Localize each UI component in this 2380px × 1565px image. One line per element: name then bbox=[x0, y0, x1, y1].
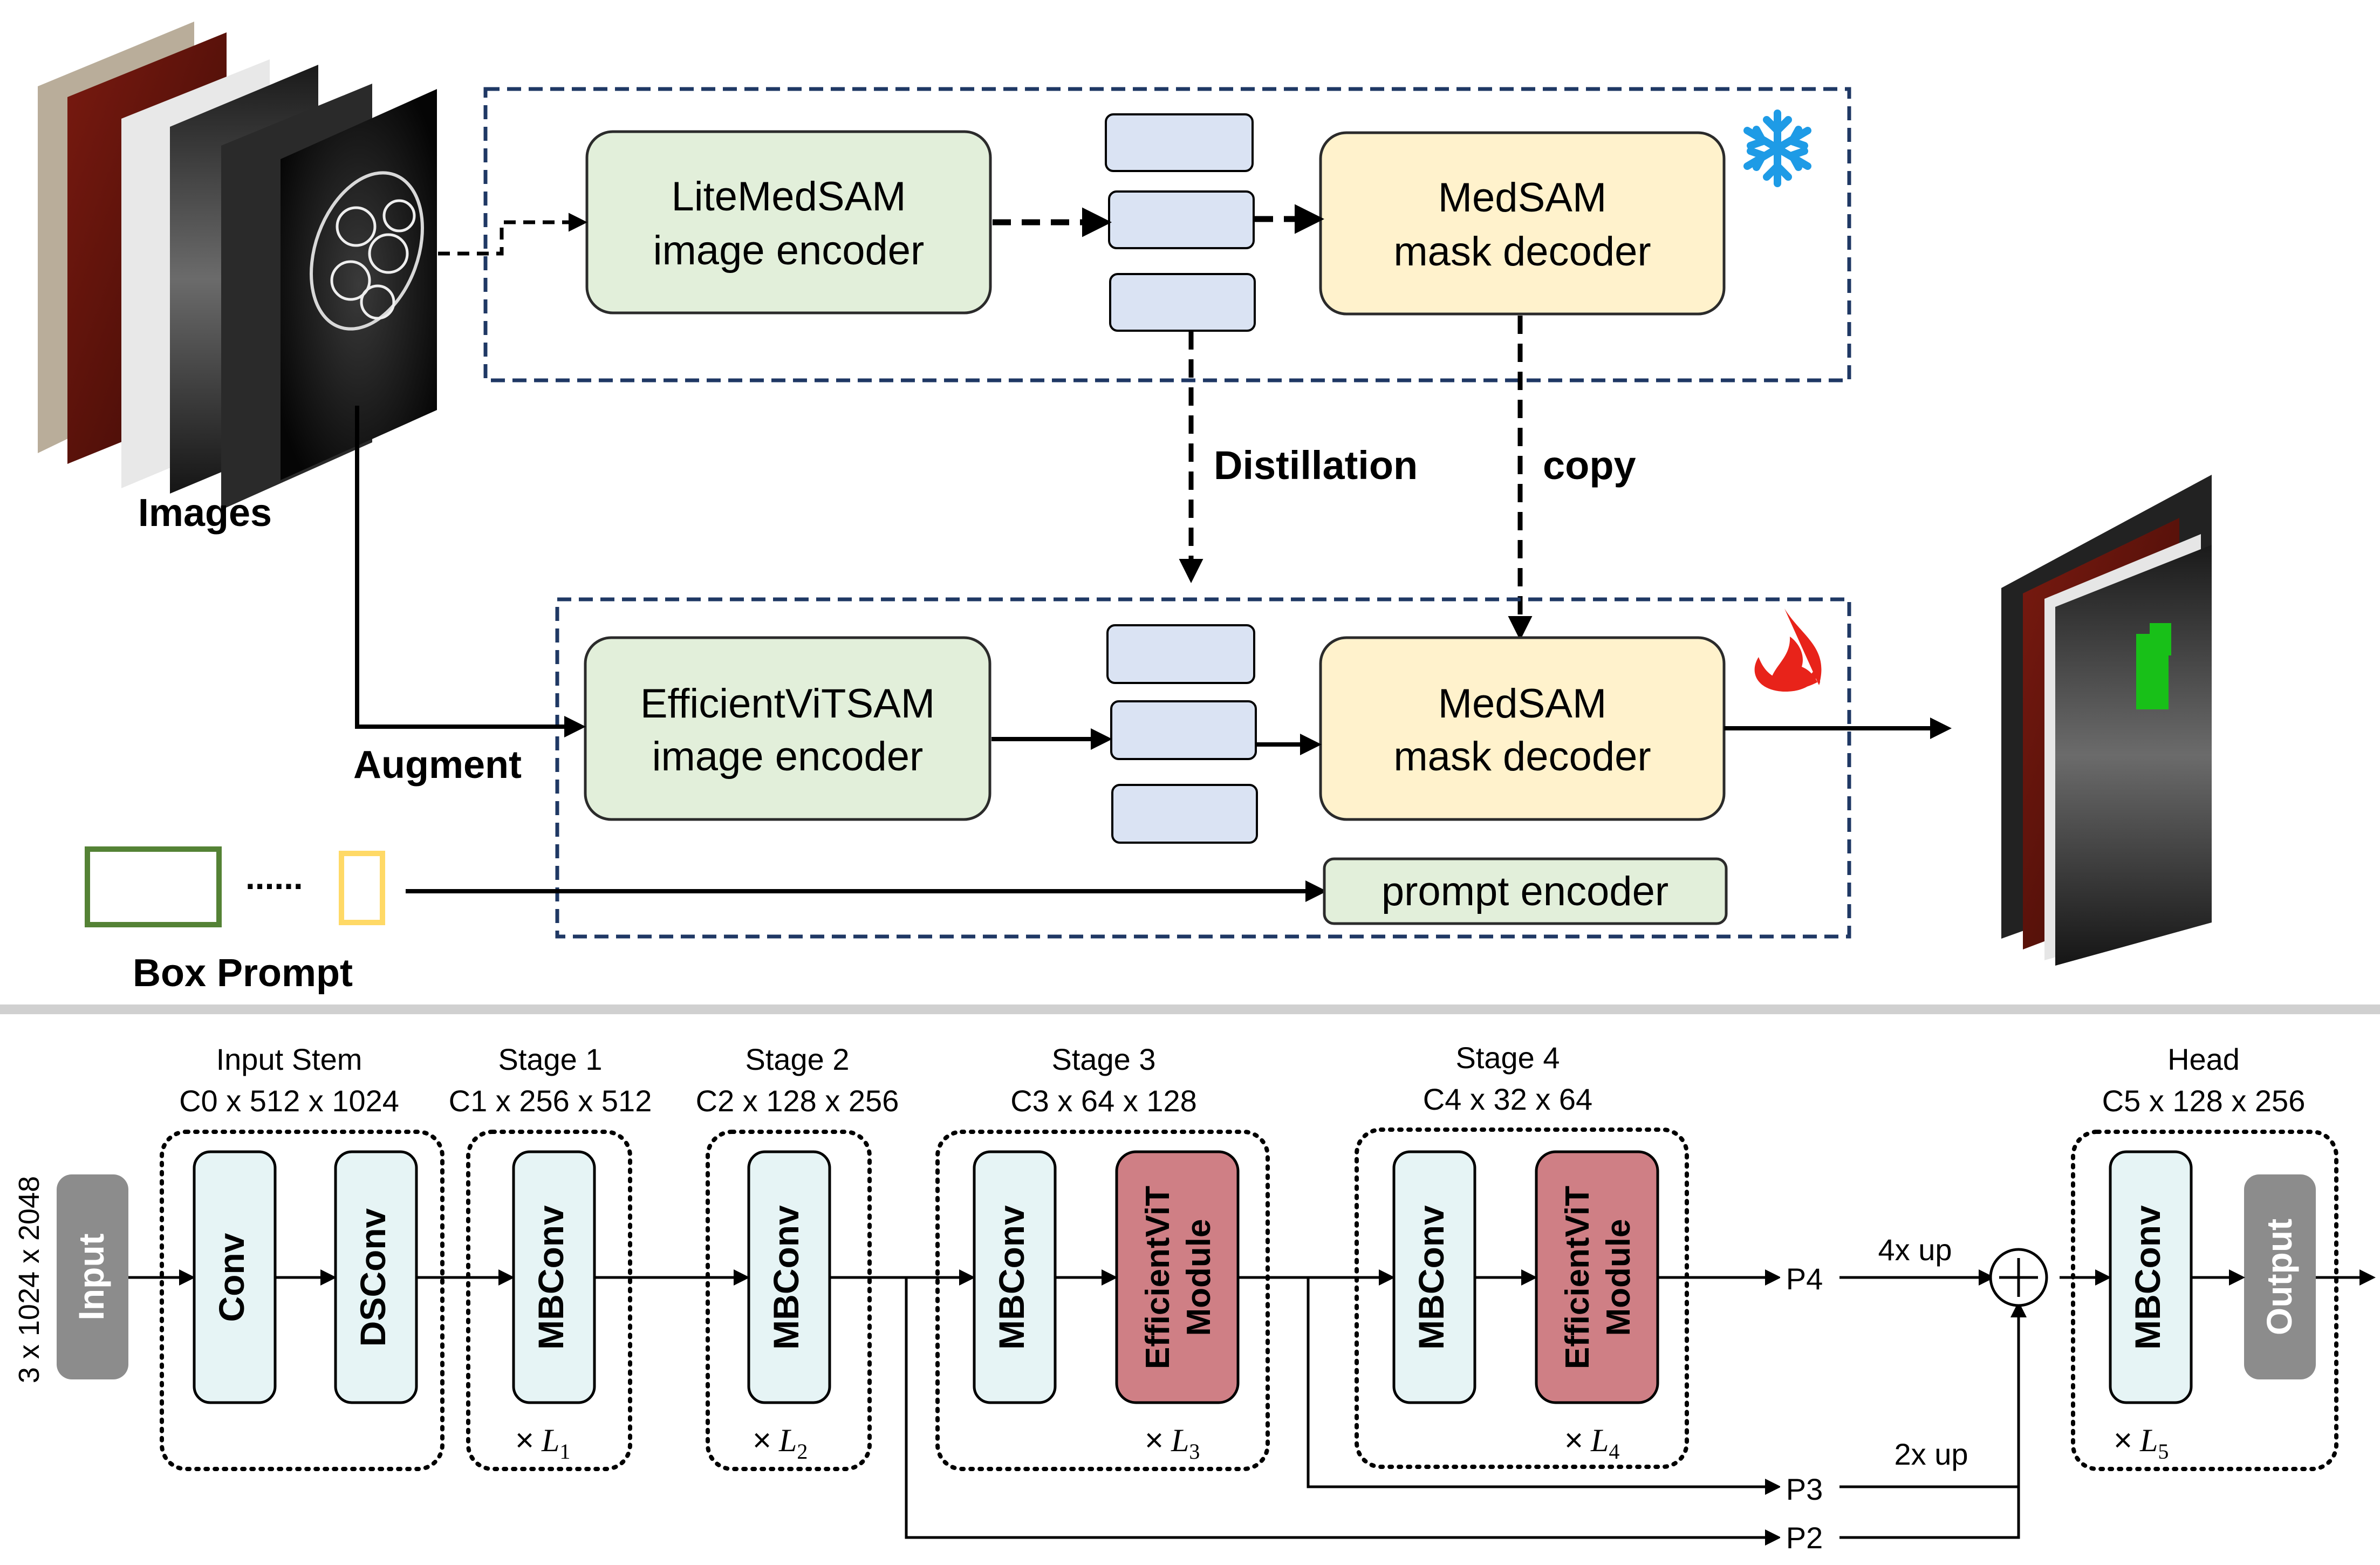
student-flow-arrows bbox=[355, 406, 1952, 902]
augment-label: Augment bbox=[353, 743, 522, 787]
teacher-decoder-line1: MedSAM bbox=[1438, 175, 1607, 221]
stage-title-input-stem: Input Stem bbox=[216, 1042, 363, 1076]
copy-label: copy bbox=[1543, 443, 1636, 488]
block-dsconv-label: DSConv bbox=[353, 1208, 393, 1347]
block-mbconv-stage4: MBConv bbox=[1392, 1150, 1476, 1404]
output-pill-label: Output bbox=[2259, 1219, 2299, 1335]
add-operator-icon bbox=[1989, 1248, 2048, 1307]
repeat-label-stage4: ×L4 bbox=[1564, 1422, 1619, 1464]
block-evit-stage3: EfficientViT Module bbox=[1115, 1150, 1240, 1404]
repeat-label-stage2: ×L2 bbox=[753, 1422, 808, 1464]
student-embedding-stack bbox=[1106, 624, 1258, 844]
box-prompt-label: Box Prompt bbox=[133, 952, 353, 995]
block-evit-stage3-line2: Module bbox=[1180, 1219, 1218, 1336]
distillation-label: Distillation bbox=[1214, 443, 1418, 488]
section-divider bbox=[0, 1004, 2380, 1014]
stage-dims-3: C3 x 64 x 128 bbox=[1010, 1084, 1197, 1118]
p3-label: P3 bbox=[1786, 1472, 1823, 1506]
repeat-label-head: ×L5 bbox=[2114, 1422, 2169, 1464]
stage-dims-input-stem: C0 x 512 x 1024 bbox=[179, 1084, 399, 1118]
stage-dims-head: C5 x 128 x 256 bbox=[2102, 1084, 2306, 1118]
block-mbconv-stage3-label: MBConv bbox=[991, 1205, 1031, 1350]
block-mbconv-stage1-label: MBConv bbox=[531, 1205, 571, 1350]
architecture-flow-arrows bbox=[128, 1269, 2376, 1546]
input-dims-label: 3 x 1024 x 2048 bbox=[13, 1176, 45, 1383]
block-mbconv-stage2: MBConv bbox=[747, 1150, 831, 1404]
stage-container-1 bbox=[466, 1130, 632, 1471]
input-pill: Input bbox=[57, 1174, 128, 1379]
snowflake-icon bbox=[1743, 110, 1811, 187]
prompt-encoder: prompt encoder bbox=[1323, 857, 1728, 925]
stage-title-4: Stage 4 bbox=[1455, 1041, 1560, 1075]
block-dsconv: DSConv bbox=[334, 1150, 418, 1404]
teacher-encoder-line1: LiteMedSAM bbox=[671, 174, 906, 220]
teacher-encoder-line2: image encoder bbox=[653, 228, 925, 274]
images-label: Images bbox=[138, 491, 272, 535]
block-mbconv-stage4-label: MBConv bbox=[1411, 1205, 1451, 1350]
student-decoder-line2: mask decoder bbox=[1393, 734, 1651, 780]
student-decoder-line1: MedSAM bbox=[1438, 681, 1607, 727]
upsample-4x-label: 4x up bbox=[1878, 1233, 1952, 1267]
block-mbconv-head-label: MBConv bbox=[2128, 1205, 2167, 1350]
flame-icon bbox=[1754, 609, 1822, 692]
block-evit-stage4: EfficientViT Module bbox=[1535, 1150, 1659, 1404]
stage-container-3 bbox=[935, 1130, 1270, 1471]
student-mask-decoder: MedSAM mask decoder bbox=[1319, 636, 1726, 821]
stage-title-head: Head bbox=[2167, 1042, 2240, 1076]
block-conv-label: Conv bbox=[211, 1233, 251, 1322]
output-pill: Output bbox=[2244, 1174, 2316, 1379]
student-dashed-container bbox=[555, 597, 1851, 939]
prompt-encoder-label: prompt encoder bbox=[1382, 869, 1668, 914]
input-pill-label: Input bbox=[71, 1233, 111, 1320]
teacher-mask-decoder: MedSAM mask decoder bbox=[1319, 131, 1726, 316]
stage-container-4 bbox=[1355, 1127, 1689, 1469]
block-conv: Conv bbox=[193, 1150, 277, 1404]
block-evit-stage3-line1: EfficientViT bbox=[1139, 1186, 1177, 1369]
teacher-dashed-container bbox=[483, 87, 1851, 382]
block-mbconv-stage3: MBConv bbox=[973, 1150, 1057, 1404]
teacher-image-encoder: LiteMedSAM image encoder bbox=[585, 130, 992, 315]
teacher-decoder-line2: mask decoder bbox=[1393, 229, 1651, 275]
block-mbconv-stage2-label: MBConv bbox=[766, 1205, 806, 1350]
green-box-prompt bbox=[85, 846, 222, 927]
efficientvit-architecture: 3 x 1024 x 2048 Input Input Stem C0 x 51… bbox=[13, 1041, 2376, 1559]
stage-title-3: Stage 3 bbox=[1051, 1042, 1155, 1076]
stage-container-input-stem bbox=[160, 1130, 444, 1471]
block-evit-stage4-line1: EfficientViT bbox=[1559, 1186, 1596, 1369]
student-encoder-line2: image encoder bbox=[652, 734, 924, 780]
teacher-flow-arrows bbox=[438, 204, 1324, 256]
student-image-encoder: EfficientViTSAM image encoder bbox=[584, 636, 991, 821]
upsample-2x-label: 2x up bbox=[1895, 1437, 1968, 1471]
p2-label: P2 bbox=[1786, 1521, 1823, 1555]
repeat-label-stage3: ×L3 bbox=[1145, 1422, 1200, 1464]
input-image-stack bbox=[38, 22, 437, 510]
stage-container-2 bbox=[706, 1130, 872, 1471]
stage-dims-4: C4 x 32 x 64 bbox=[1423, 1082, 1592, 1116]
p4-label: P4 bbox=[1786, 1262, 1823, 1296]
output-image-stack bbox=[2001, 475, 2212, 966]
yellow-box-prompt bbox=[339, 851, 385, 925]
block-mbconv-head: MBConv bbox=[2109, 1150, 2193, 1404]
student-encoder-line1: EfficientViTSAM bbox=[640, 681, 935, 727]
stage-title-2: Stage 2 bbox=[745, 1042, 849, 1076]
block-evit-stage4-line2: Module bbox=[1600, 1219, 1637, 1336]
repeat-label-stage1: ×L1 bbox=[515, 1422, 570, 1464]
stage-dims-2: C2 x 128 x 256 bbox=[696, 1084, 899, 1118]
stage-container-head bbox=[2071, 1130, 2338, 1471]
box-prompt-dots: ...... bbox=[245, 858, 303, 897]
block-mbconv-stage1: MBConv bbox=[512, 1150, 596, 1404]
stage-title-1: Stage 1 bbox=[498, 1042, 602, 1076]
stage-dims-1: C1 x 256 x 512 bbox=[449, 1084, 652, 1118]
teacher-embedding-stack bbox=[1105, 113, 1256, 332]
